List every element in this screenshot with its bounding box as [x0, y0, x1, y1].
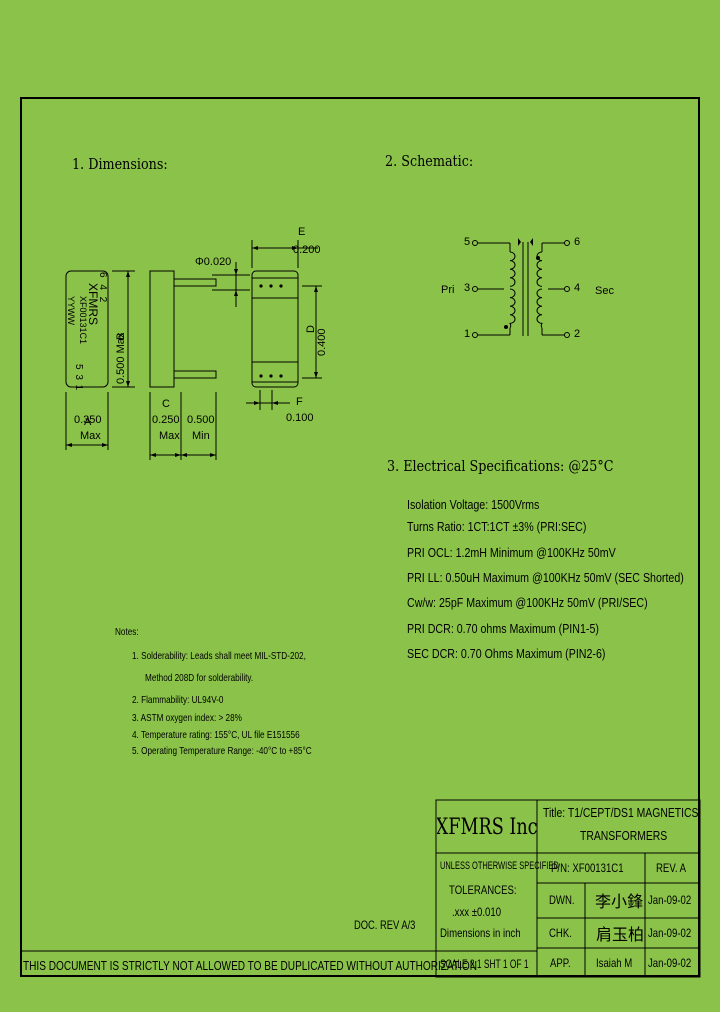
part-label-line3: YYWW: [66, 296, 76, 325]
dimensions-title: 1. Dimensions:: [72, 155, 168, 173]
pin-1: 1: [464, 328, 471, 340]
part-label-line2: XF00131C1: [78, 296, 88, 345]
side-view-body: [149, 270, 175, 388]
dim-b-value: 0.500 Max: [115, 332, 127, 384]
tolerance-value: .xxx ±0.010: [452, 905, 502, 919]
dim-d-value: 0.400: [316, 328, 328, 356]
dim-a-value-text: 0.350: [74, 414, 102, 426]
dwn-signature: 李小鋒: [595, 892, 644, 911]
dim-f-value: 0.100: [286, 412, 314, 424]
app-name: Isaiah M: [596, 956, 633, 970]
dim-f-label: F: [296, 396, 303, 408]
dim-lead-note: Min: [192, 430, 210, 442]
end-view-body: [251, 270, 299, 388]
lead-top: [173, 278, 217, 287]
dim-c-value: 0.250: [152, 414, 180, 426]
electrical-title: 3. Electrical Specifications: @25°C: [387, 457, 614, 475]
doc-rev: DOC. REV A/3: [354, 918, 416, 932]
spec-line: PRI LL: 0.50uH Maximum @100KHz 50mV (SEC…: [407, 570, 684, 585]
spec-line: Turns Ratio: 1CT:1CT ±3% (PRI:SEC): [407, 519, 587, 534]
dim-a-label: A: [84, 416, 92, 428]
note-item: 5. Operating Temperature Range: -40°C to…: [132, 745, 312, 757]
dim-e-label: E: [298, 226, 306, 238]
dwn-date: Jan-09-02: [648, 893, 692, 907]
pin-5: 5: [464, 236, 471, 248]
pin-4: 4: [574, 282, 581, 294]
dim-lead-value: 0.500: [187, 414, 215, 426]
spec-line: SEC DCR: 0.70 Ohms Maximum (PIN2-6): [407, 646, 606, 661]
note-item: Method 208D for solderability.: [145, 672, 254, 684]
pin-2: 2: [574, 328, 581, 340]
scale-sheet: SCALE 2:1 SHT 1 OF 1: [440, 957, 529, 971]
dimension-units: Dimensions in inch: [440, 926, 521, 940]
top-view-body: [65, 270, 109, 388]
title-line2: TRANSFORMERS: [580, 828, 668, 843]
schematic-pri-label: Pri: [441, 284, 455, 296]
pins-left: 5 3 1: [73, 364, 84, 392]
lead-bottom: [173, 370, 217, 379]
drawing-frame: [20, 97, 700, 977]
dim-c-label: C: [162, 398, 170, 410]
schematic-title: 2. Schematic:: [385, 152, 474, 170]
sec-dot: [536, 256, 540, 260]
chk-signature: 肩玉柏: [596, 925, 645, 944]
note-item: 3. ASTM oxygen index: > 28%: [132, 712, 242, 724]
dim-a-note: Max: [80, 430, 101, 442]
company-name-text: XFMRS Inc: [437, 814, 537, 840]
spec-line: Isolation Voltage: 1500Vrms: [407, 497, 540, 512]
note-item: 4. Temperature rating: 155°C, UL file E1…: [132, 729, 300, 741]
unless-specified: UNLESS OTHERWISE SPECIFIED: [440, 860, 559, 872]
note-item: 1. Solderability: Leads shall meet MIL-S…: [132, 650, 306, 662]
secondary-coil: [536, 251, 543, 329]
notes-title: Notes:: [115, 626, 139, 638]
pri-dot: [504, 325, 508, 329]
revision: REV. A: [656, 861, 687, 875]
primary-coil: [509, 251, 516, 329]
dim-c-note: Max: [159, 430, 180, 442]
title-line1: Title: T1/CEPT/DS1 MAGNETICS: [543, 805, 699, 820]
note-item: 2. Flammability: UL94V-0: [132, 694, 224, 706]
tolerances-label: TOLERANCES:: [449, 883, 517, 897]
spec-line: Cw/w: 25pF Maximum @100KHz 50mV (PRI/SEC…: [407, 595, 648, 610]
pin-6: 6: [574, 236, 581, 248]
dim-diameter: Φ0.020: [195, 256, 232, 268]
chk-label: CHK.: [549, 926, 572, 940]
spec-line: PRI DCR: 0.70 ohms Maximum (PIN1-5): [407, 621, 599, 636]
chk-date: Jan-09-02: [648, 926, 692, 940]
part-number: P/N: XF00131C1: [551, 861, 624, 875]
dwn-label: DWN.: [549, 893, 575, 907]
footer-notice: THIS DOCUMENT IS STRICTLY NOT ALLOWED TO…: [23, 958, 477, 973]
schematic-sec-label: Sec: [595, 285, 614, 297]
pin-3: 3: [464, 282, 471, 294]
app-label: APP.: [550, 956, 571, 970]
dim-e-value: 0.200: [293, 244, 321, 256]
app-date: Jan-09-02: [648, 956, 692, 970]
spec-line: PRI OCL: 1.2mH Minimum @100KHz 50mV: [407, 545, 616, 560]
pins-right: 6 4 2: [97, 272, 108, 305]
company-name: XFMRS Inc: [437, 801, 537, 853]
